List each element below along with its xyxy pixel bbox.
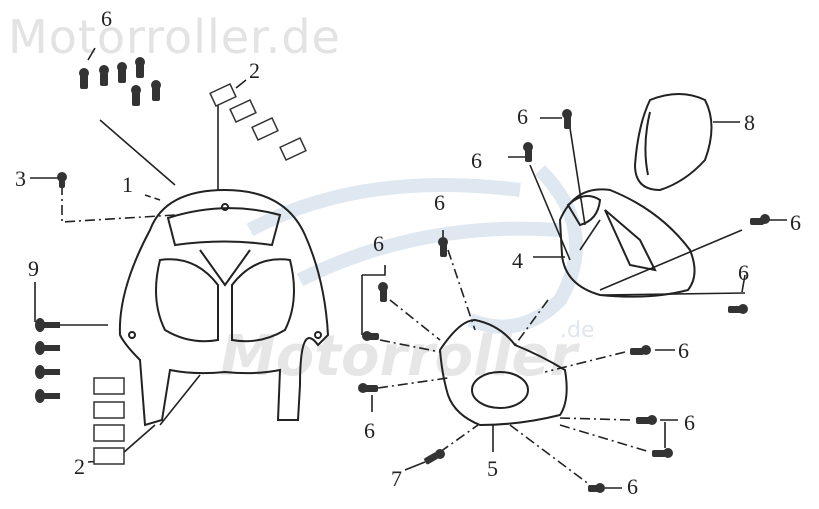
part-label-6: 6 bbox=[373, 231, 384, 256]
screw-icon bbox=[588, 483, 605, 493]
screw-icon bbox=[151, 80, 161, 101]
part-label-5: 5 bbox=[487, 456, 498, 481]
screw-icon bbox=[438, 237, 448, 257]
watermark: Motorroller.de bbox=[8, 10, 341, 64]
screw-icon bbox=[750, 214, 770, 225]
part-label-6: 6 bbox=[627, 474, 638, 499]
screw-icon bbox=[35, 389, 60, 403]
screw-icon bbox=[523, 142, 533, 162]
screws bbox=[35, 57, 770, 493]
screw-icon bbox=[35, 318, 60, 332]
leader-lines bbox=[30, 47, 787, 489]
part-label-1: 1 bbox=[122, 172, 133, 197]
lens-part-8 bbox=[633, 93, 713, 192]
part-label-2: 2 bbox=[74, 454, 85, 479]
screw-icon bbox=[117, 62, 127, 83]
screw-icon bbox=[636, 415, 657, 425]
part-label-6: 6 bbox=[738, 260, 749, 285]
part-label-9: 9 bbox=[28, 256, 39, 281]
screw-icon bbox=[35, 341, 60, 355]
screw-icon bbox=[424, 449, 445, 465]
svg-text:.de: .de bbox=[560, 318, 595, 343]
part-label-6: 6 bbox=[678, 338, 689, 363]
screw-icon bbox=[362, 331, 379, 341]
handlebar-cover-part-4 bbox=[558, 188, 696, 298]
watermark-logo bbox=[246, 165, 583, 334]
part-label-3: 3 bbox=[15, 166, 26, 191]
screw-icon bbox=[562, 109, 572, 129]
watermark-center: Motorroller bbox=[220, 324, 581, 389]
screw-icon bbox=[35, 365, 60, 379]
part-label-2: 2 bbox=[249, 58, 260, 83]
screw-icon bbox=[57, 172, 67, 188]
front-fairing-part-1 bbox=[118, 188, 330, 427]
screw-icon bbox=[131, 85, 141, 106]
part-label-6: 6 bbox=[101, 6, 112, 31]
screw-icon bbox=[135, 57, 145, 78]
screw-icon bbox=[358, 383, 378, 393]
screw-icon bbox=[79, 68, 89, 89]
part-label-8: 8 bbox=[744, 110, 755, 135]
part-label-6: 6 bbox=[364, 418, 375, 443]
clip-nuts bbox=[93, 83, 307, 465]
screw-icon bbox=[378, 282, 388, 302]
screw-icon bbox=[652, 448, 673, 458]
part-label-6: 6 bbox=[434, 190, 445, 215]
part-label-6: 6 bbox=[471, 148, 482, 173]
part-label-4: 4 bbox=[512, 248, 523, 273]
screw-icon bbox=[728, 304, 748, 314]
inner-cover-part-5 bbox=[438, 318, 568, 427]
part-label-6: 6 bbox=[684, 410, 695, 435]
part-label-6: 6 bbox=[790, 210, 801, 235]
part-label-7: 7 bbox=[391, 466, 402, 491]
screw-icon bbox=[99, 65, 109, 86]
screw-icon bbox=[630, 345, 651, 355]
part-label-6: 6 bbox=[517, 104, 528, 129]
